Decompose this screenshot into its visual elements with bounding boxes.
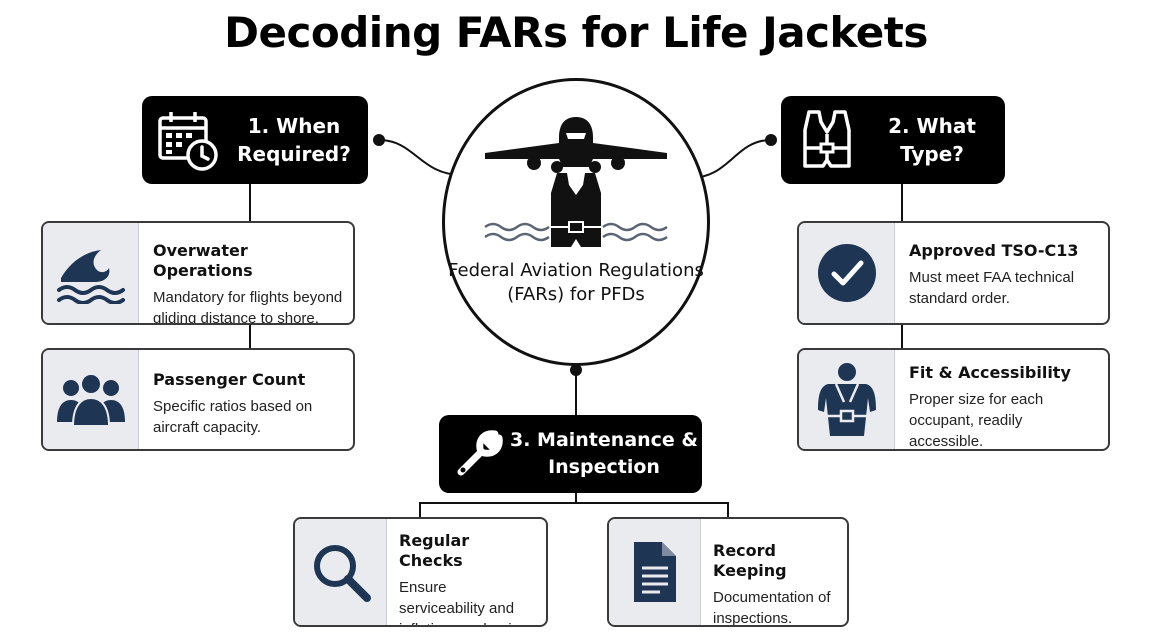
checkmark-icon <box>799 223 895 323</box>
card-overwater-operations: Overwater Operations Mandatory for fligh… <box>41 221 355 325</box>
page-title: Decoding FARs for Life Jackets <box>224 8 928 57</box>
card-record-keeping: Record Keeping Documentation of inspecti… <box>607 517 849 627</box>
card-fit-accessibility: Fit & Accessibility Proper size for each… <box>797 348 1110 451</box>
card-description: Specific ratios based on aircraft capaci… <box>153 398 313 436</box>
connector-dot-right <box>765 134 777 146</box>
card-description: Ensure serviceability and inflation mech… <box>399 579 536 625</box>
section-when-heading: 1. When Required? <box>237 114 351 166</box>
life-vest-icon <box>799 108 855 172</box>
card-description: Mandatory for flights beyond gliding dis… <box>153 289 343 325</box>
card-passenger-count: Passenger Count Specific ratios based on… <box>41 348 355 451</box>
document-icon <box>609 519 701 625</box>
section-type-header: 2. What Type? <box>781 96 1005 184</box>
section-maintenance-heading: 3. Maintenance & Inspection <box>510 429 698 478</box>
card-regular-checks: Regular Checks Ensure serviceability and… <box>293 517 548 627</box>
magnifier-icon <box>295 519 387 625</box>
wave-icon <box>43 223 139 323</box>
card-title: Regular Checks <box>399 531 470 570</box>
calendar-clock-icon <box>156 109 218 171</box>
card-description: Documentation of inspections. <box>713 589 831 627</box>
section-type-heading: 2. What Type? <box>888 114 976 166</box>
person-vest-icon <box>799 350 895 449</box>
airplane-icon <box>485 117 667 173</box>
water-waves-icon <box>484 222 668 242</box>
connector-dot-bottom <box>570 364 582 376</box>
card-title: Passenger Count <box>153 370 306 389</box>
card-approved-tso: Approved TSO-C13 Must meet FAA technical… <box>797 221 1110 325</box>
card-title: Overwater Operations <box>153 241 253 280</box>
card-title: Approved TSO-C13 <box>909 241 1079 260</box>
hub-illustration <box>484 117 668 247</box>
central-hub: Federal Aviation Regulations (FARs) for … <box>442 78 710 366</box>
section-when-header: 1. When Required? <box>142 96 368 184</box>
life-jacket-icon <box>551 173 601 247</box>
people-icon <box>43 350 139 449</box>
card-title: Fit & Accessibility <box>909 363 1071 382</box>
hub-text: Federal Aviation Regulations (FARs) for … <box>448 260 704 305</box>
card-description: Must meet FAA technical standard order. <box>909 269 1075 307</box>
wrench-icon <box>453 428 505 480</box>
card-title: Record Keeping <box>713 541 787 580</box>
section-maintenance-header: 3. Maintenance & Inspection <box>439 415 702 493</box>
card-description: Proper size for each occupant, readily a… <box>909 391 1044 450</box>
connector-dot-left <box>373 134 385 146</box>
connector-maint-branch <box>419 493 729 517</box>
